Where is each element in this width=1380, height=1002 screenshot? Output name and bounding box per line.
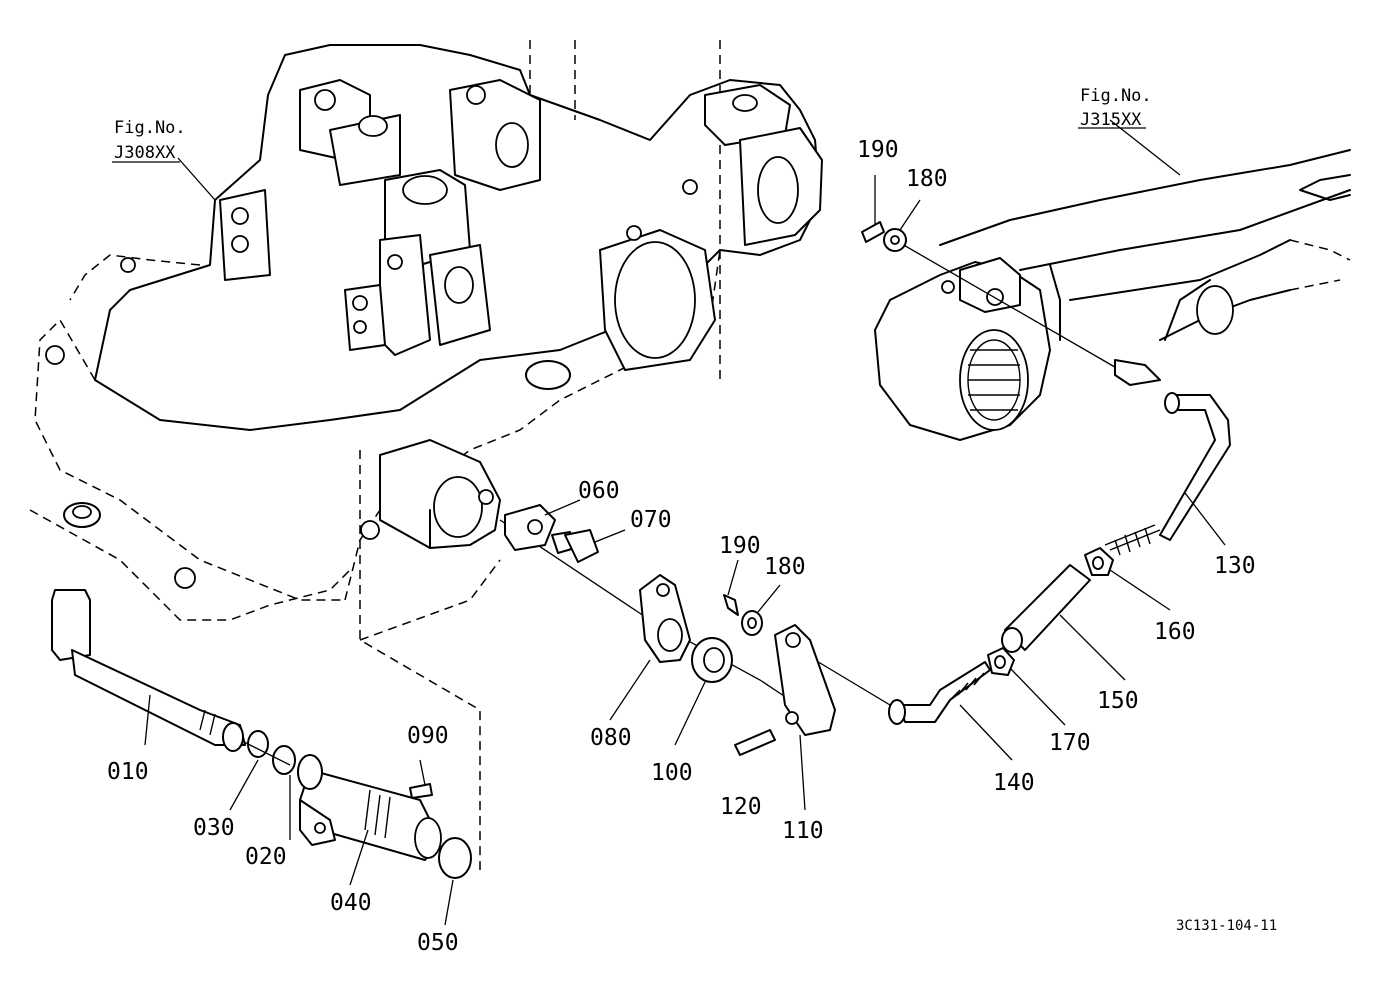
part-labels: 010 020 030 040 050 060 070 080 090 100 … [107, 137, 1256, 956]
part-140-rod [888, 661, 991, 725]
part-160-nut [1084, 547, 1114, 576]
part-060-plate [504, 504, 556, 551]
part-130-end [1114, 359, 1161, 386]
label-180-mid: 180 [764, 554, 806, 580]
figure-ref-line2: J308XX [114, 143, 176, 163]
label-060: 060 [578, 478, 620, 504]
label-180-top: 180 [906, 166, 948, 192]
part-080-plate [639, 574, 691, 663]
figure-ref-line2: J315XX [1080, 110, 1142, 130]
label-130: 130 [1214, 553, 1256, 579]
label-120: 120 [720, 794, 762, 820]
figure-ref-line1: Fig.No. [114, 118, 186, 138]
figure-ref-j315: Fig.No. J315XX [1078, 86, 1152, 130]
label-070: 070 [630, 507, 672, 533]
label-110: 110 [782, 818, 824, 844]
part-170-nut [987, 647, 1015, 676]
part-070-plug [551, 529, 599, 563]
label-150: 150 [1097, 688, 1139, 714]
figure-ref-j308: Fig.No. J308XX [112, 118, 186, 163]
label-100: 100 [651, 760, 693, 786]
part-100-washer [691, 637, 733, 683]
part-150-turnbuckle [1001, 564, 1091, 653]
part-120-pin [734, 729, 776, 756]
label-090: 090 [407, 723, 449, 749]
part-090-key [409, 783, 433, 799]
label-190-top: 190 [857, 137, 899, 163]
figure-ref-line1: Fig.No. [1080, 86, 1152, 106]
leader-lines [144, 119, 1226, 926]
label-080: 080 [590, 725, 632, 751]
label-030: 030 [193, 815, 235, 841]
drawing-code: 3C131-104-11 [1176, 918, 1277, 934]
label-140: 140 [993, 770, 1035, 796]
part-050-oring [438, 837, 472, 879]
part-010-shaft [51, 589, 246, 752]
part-040-sleeve [297, 754, 442, 861]
hydraulic-housing [29, 40, 823, 870]
part-180-washer-top [883, 228, 907, 252]
part-030-circlip [247, 730, 269, 758]
label-050: 050 [417, 930, 459, 956]
part-180-washer-mid [741, 610, 763, 636]
lift-arm-assembly [874, 149, 1351, 441]
label-190-mid: 190 [719, 533, 761, 559]
label-040: 040 [330, 890, 372, 916]
label-010: 010 [107, 759, 149, 785]
label-160: 160 [1154, 619, 1196, 645]
part-190-clip-top [861, 221, 885, 243]
part-190-clip-mid [723, 594, 739, 616]
part-020-oring [272, 745, 296, 775]
label-170: 170 [1049, 730, 1091, 756]
part-110-lever [774, 624, 836, 736]
part-130-rod [1104, 392, 1231, 556]
label-020: 020 [245, 844, 287, 870]
